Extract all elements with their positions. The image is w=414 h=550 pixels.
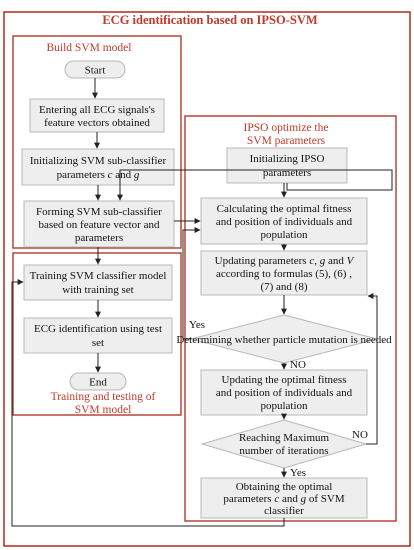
obtain-params-label-1: Obtaining the optimal xyxy=(236,481,333,493)
group-build-svm-frame xyxy=(12,35,182,249)
ecg-identify-label-2: set xyxy=(92,337,104,349)
edge-label-no-iterations: NO xyxy=(352,429,368,441)
form-svm-node xyxy=(23,200,175,248)
enter-features-label-1: Entering all ECG signals's xyxy=(39,104,155,116)
train-model-label-2: with training set xyxy=(62,284,134,296)
calc-fitness-label-3: population xyxy=(260,229,308,241)
init-svm-label-2: parameters c and g xyxy=(57,169,140,181)
mutation-decision-label: Determining whether particle mutation is… xyxy=(176,334,392,346)
group-ipso-label-2: SVM parameters xyxy=(247,135,326,147)
update-fitness-label-3: population xyxy=(260,400,308,412)
calc-fitness-node xyxy=(200,197,368,245)
start-label: Start xyxy=(85,65,106,77)
init-ipso-label-2: parameters xyxy=(263,167,311,179)
init-ipso-node xyxy=(226,147,348,184)
form-svm-label-3: parameters xyxy=(75,232,123,244)
edge-init-ipso-to-form xyxy=(117,169,393,201)
update-fitness-label-1: Updating the optimal fitness xyxy=(222,374,347,386)
group-build-svm-label: Build SVM model xyxy=(47,42,132,54)
max-iter-decision-label-2: number of iterations xyxy=(239,445,328,457)
calc-fitness-label-1: Calculating the optimal fitness xyxy=(217,203,352,215)
outer-frame xyxy=(3,11,411,547)
obtain-params-label-3: classifier xyxy=(264,505,304,517)
group-train-test-label-1: Training and testing of xyxy=(51,391,156,403)
init-svm-node xyxy=(21,148,175,186)
edge-obtain-to-train xyxy=(11,279,285,527)
calc-fitness-label-2: and position of individuals and xyxy=(216,216,353,228)
max-iter-decision-label-1: Reaching Maximum xyxy=(239,432,330,444)
max-iter-decision-node xyxy=(200,419,368,469)
group-train-test-frame xyxy=(12,252,182,416)
edge-max-no xyxy=(366,293,378,445)
obtain-params-label-2: parameters c and g of SVM xyxy=(223,493,345,505)
form-svm-label-2: based on feature vector and xyxy=(39,219,160,231)
ecg-identify-label-1: ECG identification using test xyxy=(34,323,162,335)
train-model-node xyxy=(23,264,173,301)
form-svm-label-1: Forming SVM sub-classifier xyxy=(36,206,162,218)
group-train-test-label-2: SVM model xyxy=(75,404,132,416)
update-fitness-label-2: and position of individuals and xyxy=(216,387,353,399)
update-params-label-1: Updating parameters c, g and V xyxy=(215,255,355,267)
end-node xyxy=(69,372,127,391)
train-model-label-1: Training SVM classifier model xyxy=(30,270,167,282)
update-params-label-2: according to formulas (5), (6) , xyxy=(216,268,352,280)
init-ipso-label-1: Initializing IPSO xyxy=(250,153,325,165)
obtain-params-node xyxy=(200,477,368,519)
end-label: End xyxy=(89,377,107,389)
update-fitness-node xyxy=(200,369,368,416)
edge-mutation-yes xyxy=(182,227,201,340)
edge-label-yes-iterations: Yes xyxy=(290,467,306,479)
group-ipso-label-1: IPSO optimize the xyxy=(244,122,329,134)
group-ipso-frame xyxy=(184,115,397,522)
diagram-title: ECG identification based on IPSO-SVM xyxy=(102,13,318,27)
edge-label-no-mutation: NO xyxy=(290,359,306,371)
update-params-label-3: (7) and (8) xyxy=(260,281,307,293)
enter-features-label-2: feature vectors obtained xyxy=(44,117,150,129)
init-svm-label-1: Initializing SVM sub-classifier xyxy=(30,155,167,167)
edge-label-yes-mutation: Yes xyxy=(189,319,205,331)
ecg-identify-node xyxy=(23,317,173,354)
